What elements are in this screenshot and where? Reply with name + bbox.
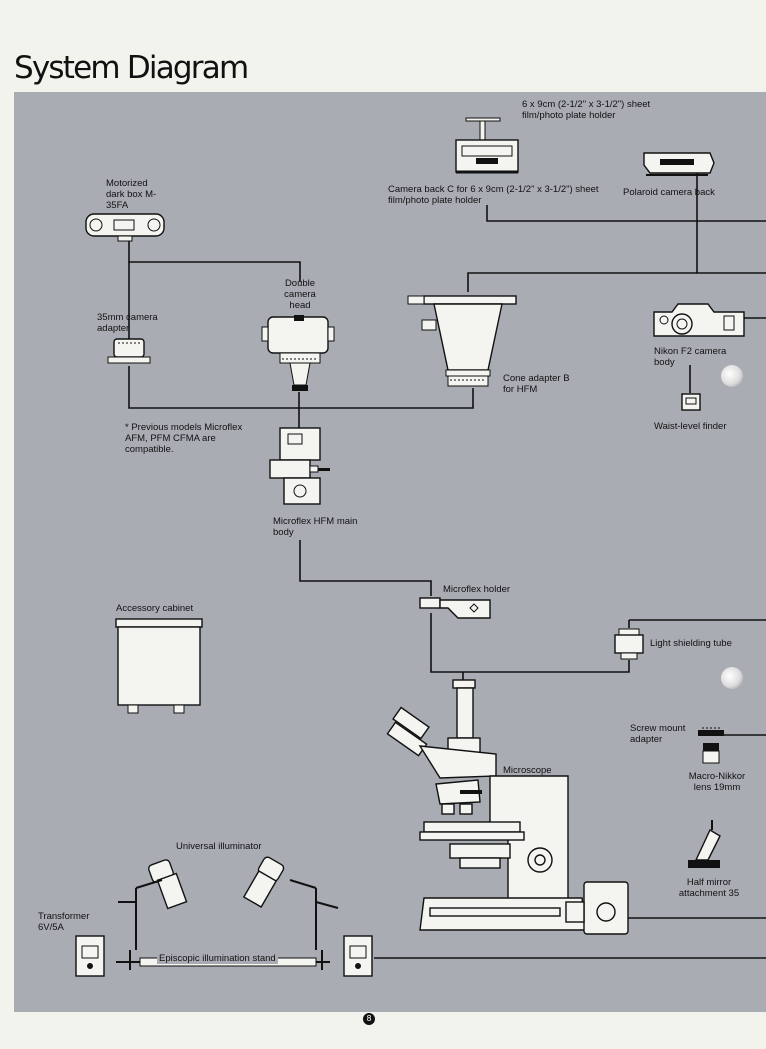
label-nikon-f2: Nikon F2 camera body	[654, 346, 727, 368]
label-macro-nikkor: Macro-Nikkor lens 19mm	[688, 771, 746, 793]
double-camera-head-drawing	[261, 315, 335, 391]
binder-hole	[721, 667, 743, 689]
motorized-dark-box-drawing	[85, 213, 165, 242]
transformer-drawing	[75, 935, 105, 977]
label-light-shielding-tube: Light shielding tube	[650, 638, 732, 649]
label-transformer: Transformer 6V/5A	[38, 911, 90, 933]
diagram-panel	[14, 92, 766, 1012]
light-shielding-tube-drawing	[614, 628, 644, 660]
microscope-drawing	[386, 679, 629, 935]
label-motorized-dark-box: Motorized dark box M-35FA	[106, 178, 157, 211]
label-camera-back-c: Camera back C for 6 x 9cm (2-1/2" x 3-1/…	[388, 184, 599, 206]
label-episcopic-stand: Episcopic illumination stand	[157, 953, 278, 964]
label-universal-illuminator: Universal illuminator	[176, 841, 262, 852]
label-cone-adapter-b: Cone adapter B for HFM	[503, 373, 570, 395]
label-microflex-main-body: Microflex HFM main body	[273, 516, 358, 538]
macro-nikkor-drawing	[702, 743, 720, 764]
footnote: * Previous models Microflex AFM, PFM CFM…	[125, 422, 243, 455]
page-number: 8	[363, 1013, 375, 1025]
label-polaroid-back: Polaroid camera back	[623, 187, 715, 198]
microflex-main-body-drawing	[269, 427, 330, 505]
label-screw-mount-adapter: Screw mount adapter	[630, 723, 686, 745]
microflex-holder-drawing	[419, 597, 491, 619]
label-double-camera-head: Double camera head	[284, 278, 316, 311]
page-title: System Diagram	[14, 50, 249, 86]
binder-hole	[721, 365, 743, 387]
label-microscope: Microscope	[503, 765, 552, 776]
label-camera-adapter-35mm: 35mm camera adapter	[97, 312, 158, 334]
nikon-f2-drawing	[653, 303, 745, 337]
accessory-cabinet-drawing	[115, 618, 203, 714]
cone-adapter-b-drawing	[407, 295, 517, 387]
waist-level-finder-drawing	[681, 393, 701, 411]
label-microflex-holder: Microflex holder	[443, 584, 511, 595]
label-sheet-film-holder: 6 x 9cm (2-1/2" x 3-1/2") sheet film/pho…	[522, 99, 651, 121]
half-mirror-drawing	[688, 820, 721, 868]
sheet-film-holder-drawing	[455, 117, 519, 174]
screw-mount-adapter-drawing	[698, 727, 724, 736]
label-waist-level-finder: Waist-level finder	[654, 421, 727, 432]
polaroid-back-drawing	[643, 152, 715, 176]
camera-adapter-35mm-drawing	[107, 338, 151, 364]
label-half-mirror: Half mirror attachment 35	[678, 877, 740, 899]
transformer-right-drawing	[343, 935, 373, 977]
label-accessory-cabinet: Accessory cabinet	[116, 603, 194, 614]
